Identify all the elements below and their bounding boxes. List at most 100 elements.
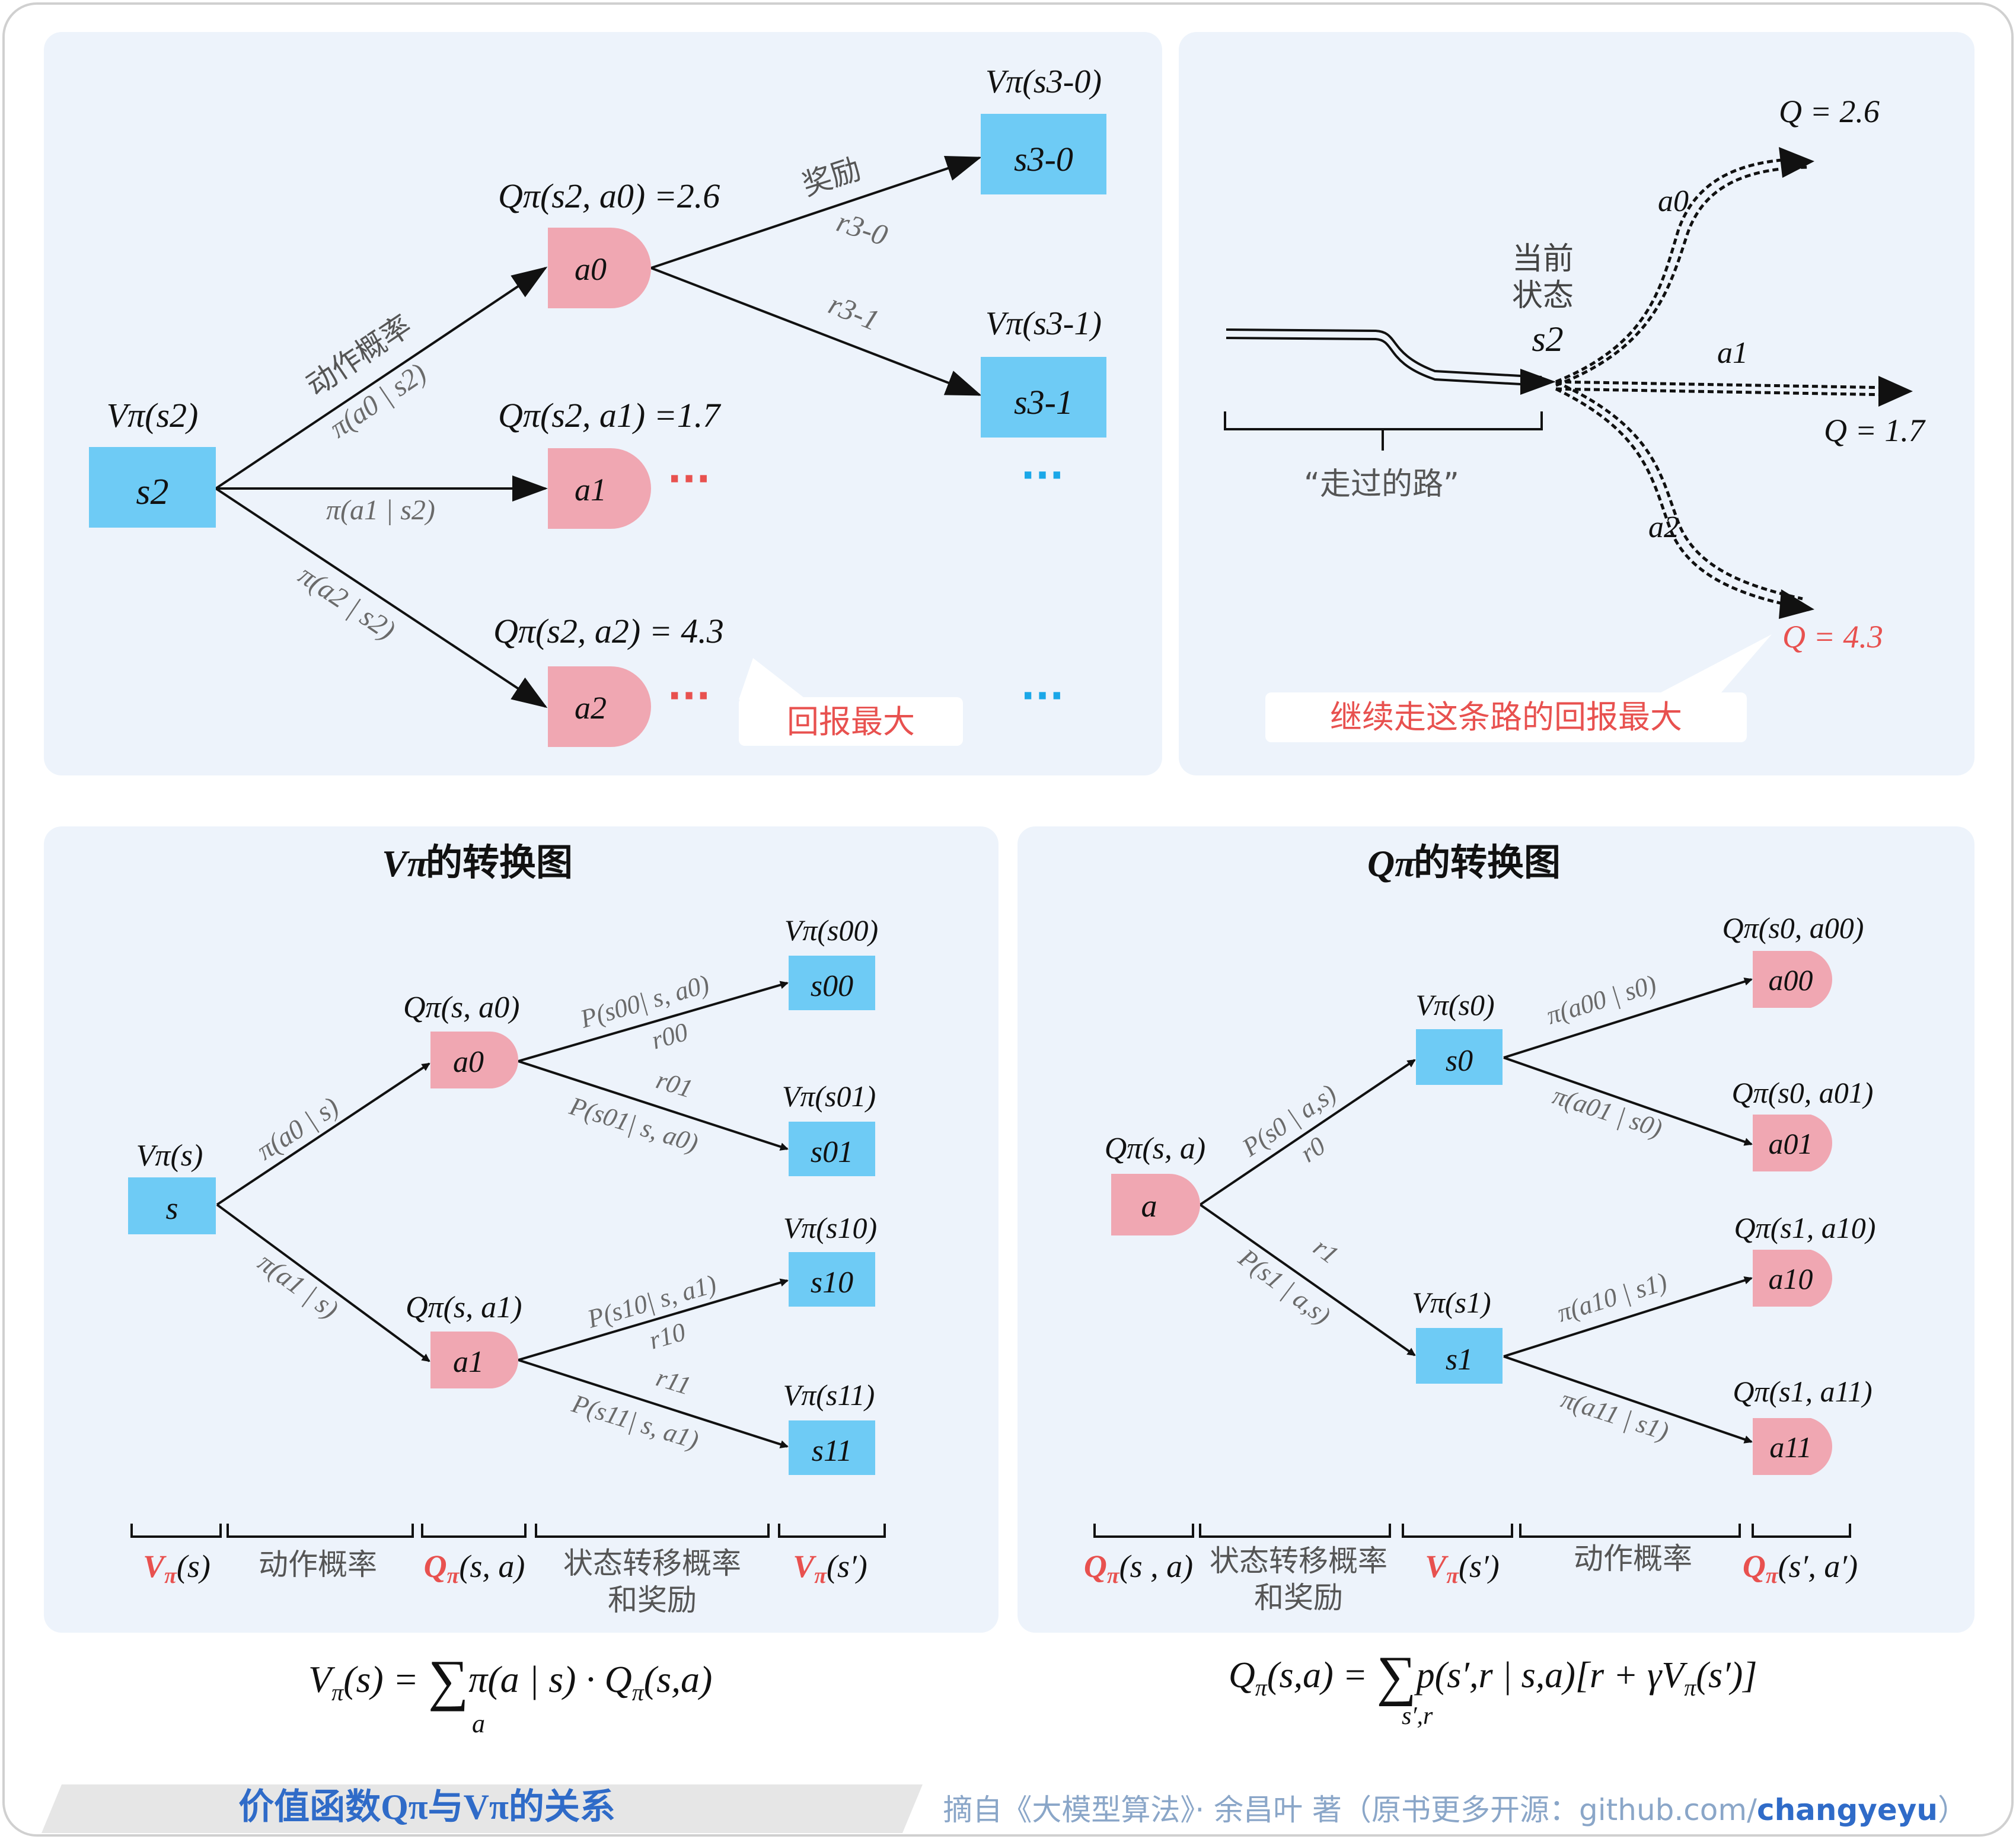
q00-label: Qπ(s0, a00) [1722,911,1864,944]
walked-path-arrowhead [1520,369,1556,395]
edge-s-a1 [216,1203,430,1362]
q-branch-a2: Q = 4.3 [1782,619,1883,654]
action-a01-label: a01 [1769,1127,1813,1160]
footer-source-suffix: ） [1938,1793,1967,1827]
q-branch-a0: Q = 2.6 [1779,94,1880,129]
v-s1-label: Vπ(s1) [1412,1286,1491,1319]
edge-s0-a00 [1503,977,1753,1059]
v-s30-label: Vπ(s3-0) [985,63,1102,100]
v-s0-label: Vπ(s0) [1415,988,1494,1021]
callout-pointer-right [1652,634,1772,697]
state-box-s [128,1177,216,1234]
footer: 价值函数Qπ与Vπ的关系 摘自《大模型算法》· 余昌叶 著（原书更多开源：git… [42,1784,1967,1833]
state-s11-label: s11 [812,1434,852,1468]
panel-q-title-symbol: Qπ [1367,842,1417,885]
q-a2-label: Qπ(s2, a2) = 4.3 [493,612,724,650]
legend-q-transition: 状态转移概率 [1210,1544,1387,1578]
formula-q-text: Qπ(s,a) = ∑p(s′,r | s,a)[r + γVπ(s′)] [1229,1645,1757,1707]
q11-label: Qπ(s1, a11) [1733,1375,1872,1408]
action-a0-label: a0 [575,251,607,287]
edge-a-s0 [1199,1059,1416,1206]
panel-top-left-bg [44,32,1162,775]
walked-path-brace [1224,411,1543,451]
edge-s1-a10 [1503,1276,1753,1358]
action-a11-label: a11 [1769,1431,1811,1464]
action-node-a1 [548,448,651,529]
walked-path-label: “走过的路” [1304,467,1459,502]
legend-v-vs: Vπ(s) [143,1549,210,1588]
q01-label: Qπ(s0, a01) [1732,1076,1874,1109]
action-a2-label: a2 [575,690,607,726]
edge-a1-s10 [518,1278,789,1361]
formula-v: Vπ(s) = ∑π(a | s) · Qπ(s,a) a [308,1648,712,1738]
state-box-s2 [89,447,216,528]
footer-source-link[interactable]: changyeyu [1757,1793,1938,1827]
callout-pointer-left [739,658,806,700]
current-state-s2: s2 [1532,320,1563,359]
v-s31-label: Vπ(s3-1) [985,305,1102,342]
state-box-s0 [1416,1029,1503,1085]
footer-source-prefix: 摘自《大模型算法》· 余昌叶 著（原书更多开源：github.com/ [943,1793,1757,1827]
panel-top-left: s2 Vπ(s2) a0 a1 a2 Qπ(s2, a0) =2.6 Qπ(s2… [44,32,1162,775]
q10-label: Qπ(s1, a10) [1734,1211,1876,1244]
panel-q-transition: Qπ 的转换图 a Qπ(s, a) s0 Vπ(s0) s1 Vπ(s1) P… [1017,826,1974,1633]
action-v-a0-label: a0 [453,1045,484,1079]
legend-v-vs-prime: Vπ(s′) [793,1549,867,1588]
v-s11-label: Vπ(s11) [783,1378,875,1412]
state-box-s1 [1416,1328,1503,1384]
action-node-a10 [1753,1250,1832,1307]
edge-a0-s00 [518,981,789,1062]
edge-a0-s01 [518,1060,789,1151]
v-s10-label: Vπ(s10) [783,1211,877,1244]
action-a-label: a [1141,1188,1157,1224]
state-box-s30 [981,114,1106,194]
state-s-label: s [165,1190,178,1226]
pi-a1-label: π(a1 | s2) [326,494,435,526]
panel-v-title-text: 的转换图 [426,841,573,884]
state-s2-label: s2 [136,472,168,512]
branch-a0-label: a0 [1658,184,1689,218]
formula-v-text: Vπ(s) = ∑π(a | s) · Qπ(s,a) [308,1648,712,1712]
panel-top-right: “走过的路” 当前 状态 s2 a0 a1 a2 Q = 2.6 Q = 1.7… [1179,32,1974,775]
panel-q-legend-braces [1093,1524,1851,1538]
panel-q-title-text: 的转换图 [1414,841,1561,884]
current-state-line1: 当前 [1512,241,1574,277]
callout-box-right [1265,692,1747,742]
edge-a-s1 [1199,1203,1416,1356]
edge-s2-a0 [215,266,548,490]
legend-q-action-prob: 动作概率 [1574,1541,1692,1576]
q-a0-label: Qπ(s2, a0) =2.6 [498,177,720,215]
legend-v-qsa: Qπ(s, a) [424,1549,525,1588]
panel-top-right-bg [1179,32,1974,775]
branch-a2-label: a2 [1648,510,1679,544]
action-a00-label: a00 [1769,963,1813,997]
legend-q-vs-prime: Vπ(s′) [1425,1549,1500,1588]
state-s0-label: s0 [1446,1044,1473,1078]
q-sa-label: Qπ(s, a) [1105,1132,1205,1166]
action-node-v-a0 [430,1032,518,1088]
q-a1-label: Qπ(s2, a1) =1.7 [498,396,721,435]
panel-v-transition: Vπ 的转换图 s Vπ(s) a0 Qπ(s, a0) a1 Qπ(s, a1… [44,826,999,1633]
ellipsis-a1: ··· [668,458,711,502]
v-s-label: Vπ(s) [136,1139,203,1173]
callout-right-text: 继续走这条路的回报最大 [1330,698,1682,736]
formula-q: Qπ(s,a) = ∑p(s′,r | s,a)[r + γVπ(s′)] s′… [1229,1645,1757,1730]
walked-path [1226,328,1542,387]
action-node-a0 [548,228,651,308]
action-v-a1-label: a1 [453,1345,484,1379]
edge-a0-s31 [650,267,982,396]
legend-q-reward: 和奖励 [1254,1581,1343,1615]
state-box-s01 [789,1122,875,1176]
v-s00-label: Vπ(s00) [784,914,878,947]
dashed-arrowhead-a2 [1779,589,1814,619]
footer-source: 摘自《大模型算法》· 余昌叶 著（原书更多开源：github.com/chang… [943,1793,1967,1827]
panel-q-bg [1017,826,1974,1633]
edge-a0-s30 [650,155,982,269]
q-v-a0-label: Qπ(s, a0) [403,991,519,1024]
callout-box-left [739,697,963,746]
action-node-a11 [1753,1418,1832,1475]
action-node-a [1111,1174,1200,1235]
state-box-s00 [789,956,875,1010]
